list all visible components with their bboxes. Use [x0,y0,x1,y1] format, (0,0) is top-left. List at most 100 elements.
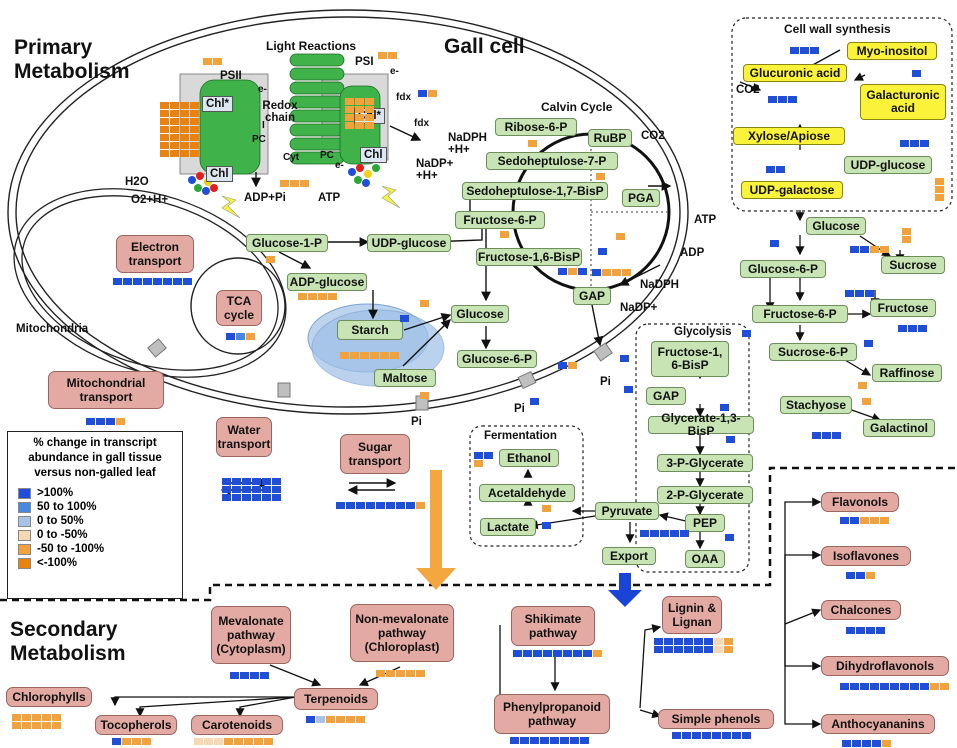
heatmap [112,738,152,745]
glucose-6-p-node: Glucose-6-P [457,350,537,368]
heatmap-cell [684,638,693,645]
heatmap-cell [365,114,374,121]
terpenoids-node: Terpenoids [294,688,378,710]
heatmap-cell [850,517,859,524]
heatmap-cell [680,530,689,537]
heatmap-cell [356,716,365,723]
heatmap-cell [345,98,354,105]
heatmap [513,650,603,657]
heatmap [420,392,430,399]
nadp-label: NaDP+ +H+ [416,158,454,182]
xylose-apiose-node: Xylose/Apiose [733,127,845,145]
heatmap-cell [513,650,522,657]
heatmap-cell [300,180,309,187]
heatmap-cell [170,110,179,117]
heatmap-cell [272,494,281,501]
glucose-node: Glucose [806,217,866,235]
heatmap-cell [850,683,859,690]
heatmap-cell [340,352,349,359]
pc-label: PC [252,134,266,145]
legend-label: -50 to -100% [37,543,105,555]
heatmap-cell [855,290,864,297]
heatmap-cell [862,740,871,747]
raffinose-node: Raffinose [872,364,942,382]
heatmap-cell [420,392,429,399]
legend-label: 0 to 50% [37,515,84,527]
heatmap-cell [768,96,777,103]
heatmap-cell [345,106,354,113]
heatmap-cell [428,90,437,97]
adp-label: ADP [680,247,705,259]
psii-label: PSII [220,70,242,82]
heatmap-cell [370,352,379,359]
heatmap-cell [724,646,733,653]
heatmap-cell [692,732,701,739]
water-transport-node: Water transport [216,417,272,457]
chl-label: Chl [206,166,233,182]
heatmap-cell [842,740,851,747]
heatmap [842,740,892,747]
fermentation-heading: Fermentation [484,430,557,442]
heatmap [812,432,842,439]
heatmap [725,534,735,541]
fructose-6-p-node: Fructose-6-P [455,211,545,229]
heatmap [840,517,890,524]
heatmap-cell [920,140,929,147]
heatmap [558,362,578,369]
heatmap-cell [684,646,693,653]
heatmap-cell [682,732,691,739]
gall-cell-heading: Gall cell [444,35,525,58]
heatmap-cell [918,325,927,332]
heatmap-cell [778,96,787,103]
pep-node: PEP [685,514,725,532]
lactate-node: Lactate [480,518,536,536]
heatmap-cell [254,738,263,745]
heatmap-cell [573,650,582,657]
heatmap [378,52,398,59]
fructose-bisp-node: Fructose-1,6-BisP [476,248,582,266]
heatmap-cell [832,432,841,439]
legend-swatch [18,501,31,513]
legend-swatch [18,487,31,499]
acetaldehyde-node: Acetaldehyde [479,484,575,502]
heatmap [620,355,630,362]
heatmap [616,233,626,240]
heatmap-cell [872,740,881,747]
legend-item: 0 to 50% [18,514,176,528]
heatmap [418,90,438,97]
legend-label: 0 to -50% [37,529,88,541]
mitochondria-heading: Mitochondria [16,323,89,335]
heatmap-cell [42,722,51,729]
oaa-node: OAA [685,550,725,568]
heatmap-cell [252,494,261,501]
heatmap-cell [542,522,551,529]
heatmap [336,502,426,509]
legend-swatch [18,529,31,541]
heatmap-cell [598,248,607,255]
heatmap-cell [882,740,891,747]
heatmap-cell [170,150,179,157]
heatmap [850,246,890,253]
secondary-metabolism-heading: Secondary Metabolism [10,618,126,665]
heatmap-cell [32,714,41,721]
heatmap-cell [714,638,723,645]
sedoheptulose-7-p-node: Sedoheptulose-7-P [486,152,618,170]
heatmap-cell [660,530,669,537]
heatmap-cell [180,134,189,141]
heatmap-cell [880,683,889,690]
heatmap [86,418,126,425]
atp-label: ATP [318,192,341,204]
heatmap-cell [242,486,251,493]
cell-wall-heading: Cell wall synthesis [784,22,891,36]
heatmap-cell [870,517,879,524]
heatmap-cell [788,96,797,103]
heatmap [226,333,256,340]
heatmap-cell [800,47,809,54]
heatmap [840,683,950,690]
legend-label: >100% [37,487,74,499]
heatmap-cell [290,180,299,187]
gap-node: GAP [573,287,611,305]
heatmap-cell [376,502,385,509]
heatmap [420,300,430,307]
heatmap-cell [540,737,549,744]
